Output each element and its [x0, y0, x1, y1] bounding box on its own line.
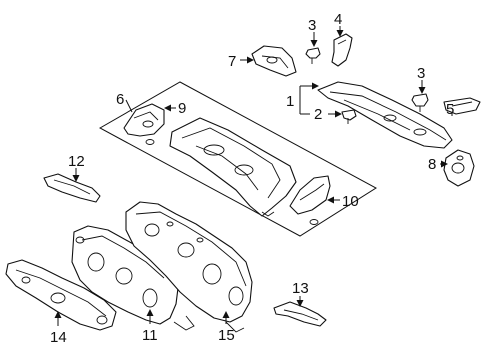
insulator-part-12: [43, 173, 101, 203]
callout-4: 4: [334, 11, 342, 28]
callout-14: 14: [50, 329, 67, 346]
dash-panel-part-11: [71, 225, 195, 331]
callout-6: 6: [116, 91, 124, 108]
callout-7: 7: [228, 53, 236, 70]
callout-12: 12: [68, 153, 85, 170]
cowl-top-part-1: [317, 81, 453, 149]
clip-part-3-lower: [411, 93, 429, 112]
callout-11: 11: [142, 327, 158, 344]
callout-13: 13: [292, 280, 309, 297]
dash-panel-part-15: [125, 201, 253, 333]
clip-part-3-upper: [305, 47, 321, 64]
callout-labels: 1 2 3 3 4 5 6 7 8 9 10 11 12 13 14 15: [50, 11, 454, 346]
clip-part-2: [341, 109, 357, 124]
callout-1: 1: [286, 93, 294, 110]
bracket-part-10: [289, 175, 331, 225]
cowl-panel-part: [169, 117, 297, 217]
callout-2: 2: [314, 106, 322, 123]
callout-10: 10: [342, 193, 359, 210]
leader-lines: [54, 26, 453, 326]
bracket-part-4: [331, 33, 353, 67]
bracket-part-7: [251, 45, 297, 77]
callout-9: 9: [178, 100, 186, 117]
insulator-part-14: [5, 259, 117, 331]
callout-3-upper: 3: [308, 17, 316, 34]
callout-8: 8: [428, 156, 436, 173]
callout-5: 5: [446, 101, 454, 118]
leader-6: [125, 99, 133, 113]
bracket-part-5: [443, 97, 481, 115]
bracket-part-8: [443, 149, 475, 187]
bracket-part-9: [123, 103, 165, 145]
callout-15: 15: [218, 327, 235, 344]
callout-3-lower: 3: [417, 65, 425, 82]
